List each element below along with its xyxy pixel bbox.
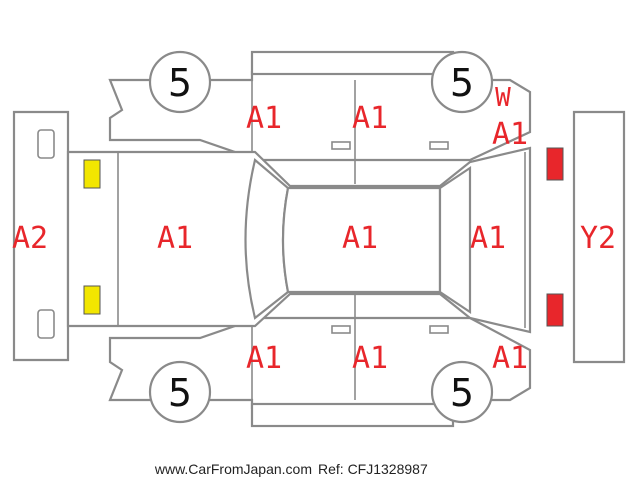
tyre-rear-left: 5 — [430, 50, 494, 114]
tyre-front-right-score: 5 — [168, 371, 192, 415]
front-lamp-lower — [83, 285, 101, 315]
tyre-rear-right: 5 — [430, 360, 494, 424]
grade-bottom-rear-door: A1 — [352, 341, 388, 376]
grade-bottom-rear-quarter: A1 — [492, 341, 528, 376]
tyre-front-left: 5 — [148, 50, 212, 114]
grade-front-bumper: A2 — [12, 221, 48, 256]
grade-top-rear-quarter: A1 — [492, 117, 528, 152]
tyre-front-left-score: 5 — [168, 61, 192, 105]
top-side-panels — [108, 50, 532, 184]
grade-top-rear-door: A1 — [352, 101, 388, 136]
grade-rear-bumper: Y2 — [580, 221, 616, 256]
tyre-front-right: 5 — [148, 360, 212, 424]
bottom-side-panels — [108, 294, 532, 428]
grade-hood: A1 — [157, 221, 193, 256]
grade-rear-glass: A1 — [470, 221, 506, 256]
grade-bottom-front-door: A1 — [246, 341, 282, 376]
front-bumper — [12, 110, 70, 362]
footer-ref: Ref: CFJ1328987 — [318, 461, 428, 477]
car-body-top-view — [66, 146, 532, 334]
footer-source: www.CarFromJapan.com — [154, 461, 312, 477]
grade-top-front-door: A1 — [246, 101, 282, 136]
front-lamp-upper — [83, 159, 101, 189]
rear-lamp-upper — [546, 147, 564, 181]
rear-lamp-lower — [546, 293, 564, 327]
grade-top-rear-quarter-w: W — [495, 83, 511, 113]
tyre-rear-right-score: 5 — [450, 371, 474, 415]
rear-bumper — [572, 110, 626, 364]
tyre-rear-left-score: 5 — [450, 61, 474, 105]
grade-roof: A1 — [342, 221, 378, 256]
